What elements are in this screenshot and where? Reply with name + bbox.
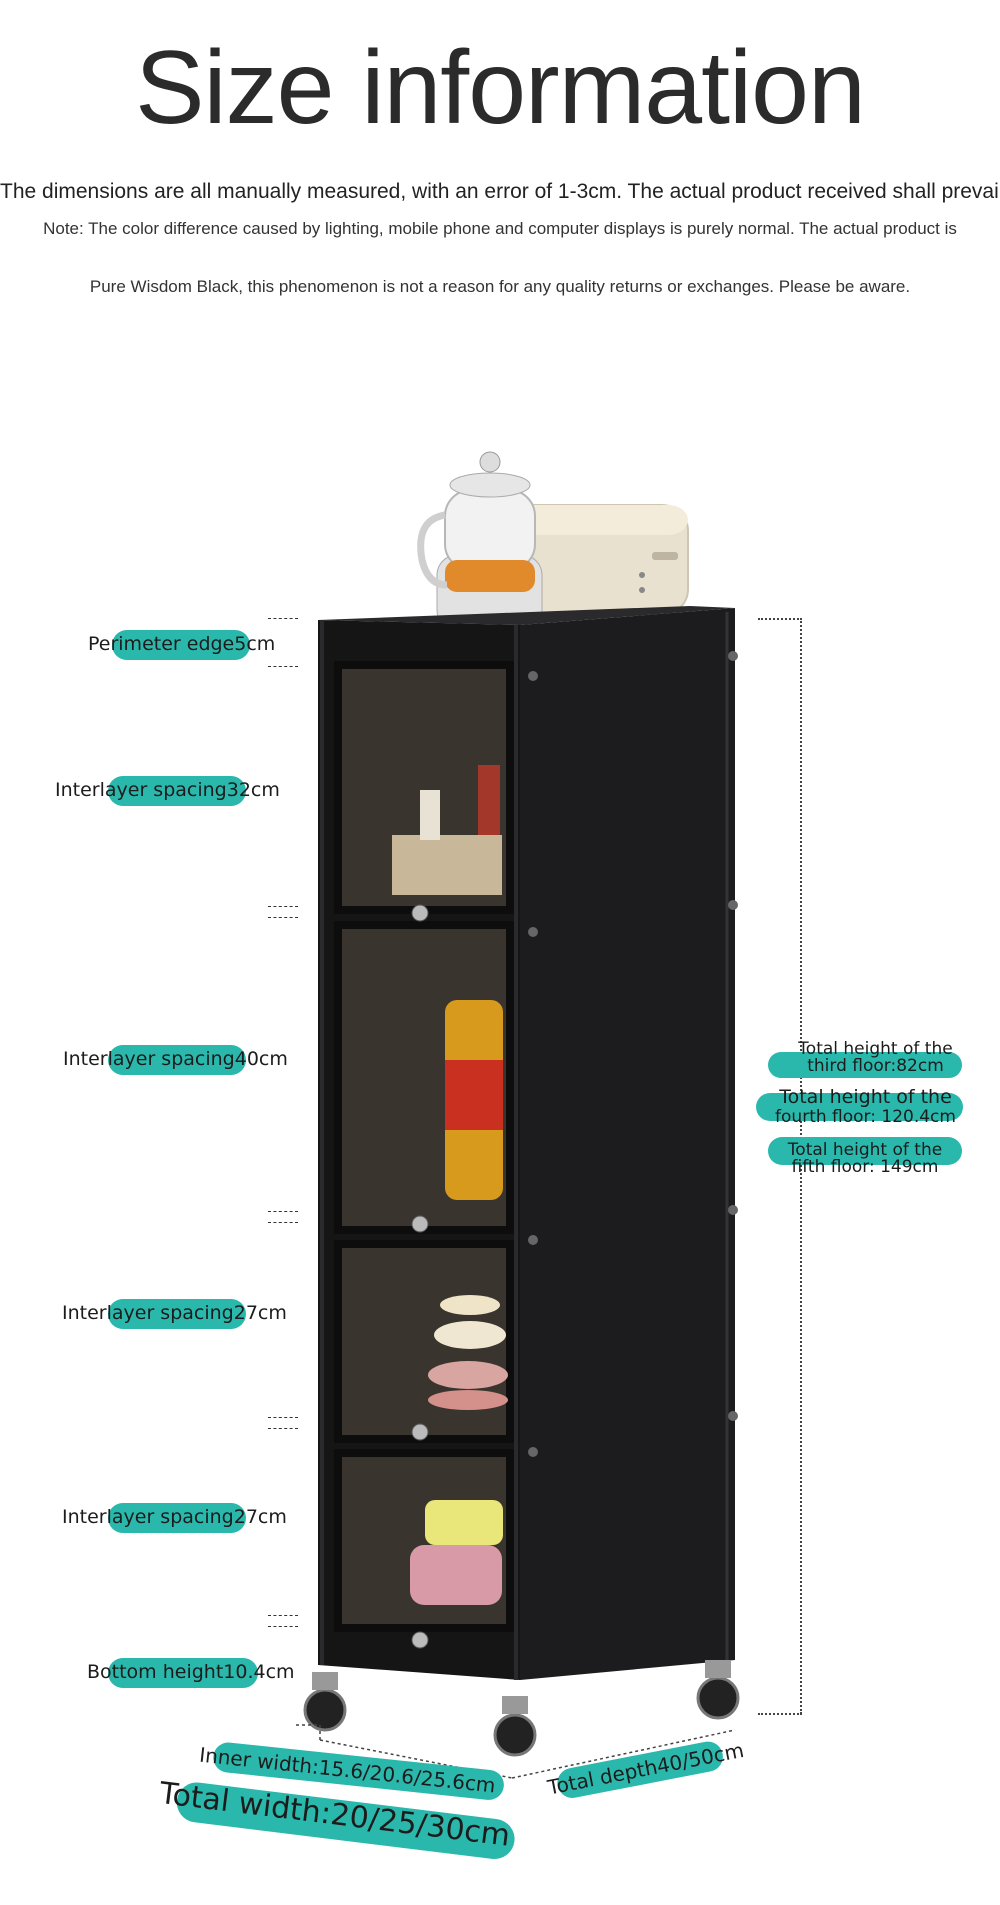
tick-layer3-bottom-a [268,1417,298,1418]
third-floor-line-2: third floor:82cm [807,1056,944,1076]
pill-third-floor [768,1052,962,1078]
pill-spacing-1 [108,776,246,806]
color-note-line-2: Pure Wisdom Black, this phenomenon is no… [89,277,911,296]
pill-fourth-floor [756,1093,963,1121]
pill-fifth-floor [768,1137,962,1165]
height-bracket-top [758,618,802,620]
tick-layer2-bottom-a [268,1211,298,1212]
fourth-floor-line-1: Total height of the [779,1086,952,1108]
color-note-line-1: Note: The color difference caused by lig… [43,219,957,238]
tick-perimeter-top [268,618,298,619]
tick-layer4-bottom-b [268,1626,298,1627]
caster-wheels [303,1660,740,1757]
fifth-floor-line-1: Total height of the [787,1140,943,1160]
label-third-floor-height: Total height of the third floor:82cm [768,1041,983,1075]
pill-spacing-2 [108,1045,246,1075]
label-fifth-floor-height: Total height of the fifth floor: 149cm [760,1142,970,1176]
label-interlayer-spacing-3: Interlayer spacing27cm [62,1302,287,1324]
pill-spacing-3 [108,1299,246,1329]
label-interlayer-spacing-2: Interlayer spacing40cm [63,1048,288,1070]
tick-layer4-bottom-a [268,1615,298,1616]
third-floor-line-1: Total height of the [798,1039,953,1059]
shelf-contents [392,765,508,1605]
tick-layer1-bottom-b [268,917,298,918]
height-bracket-line [800,618,802,1714]
tick-layer1-bottom-a [268,906,298,907]
label-perimeter-edge: Perimeter edge5cm [88,633,276,655]
label-interlayer-spacing-4: Interlayer spacing27cm [62,1506,287,1528]
height-bracket-bottom [758,1713,802,1715]
pill-perimeter [112,630,250,660]
measurement-disclaimer: The dimensions are all manually measured… [0,180,1000,203]
label-interlayer-spacing-1: Interlayer spacing32cm [55,779,280,801]
page-title: Size information [135,30,866,146]
label-bottom-height: Bottom height10.4cm [87,1661,295,1683]
fourth-floor-line-2: fourth floor: 120.4cm [775,1107,956,1127]
tick-layer3-bottom-b [268,1428,298,1429]
tick-perimeter-bottom [268,666,298,667]
label-fourth-floor-height: Total height of the fourth floor: 120.4c… [748,1087,983,1127]
pill-spacing-4 [108,1503,246,1533]
tick-layer2-bottom-b [268,1222,298,1223]
fifth-floor-line-2: fifth floor: 149cm [791,1157,939,1177]
pill-bottom-height [108,1658,258,1688]
